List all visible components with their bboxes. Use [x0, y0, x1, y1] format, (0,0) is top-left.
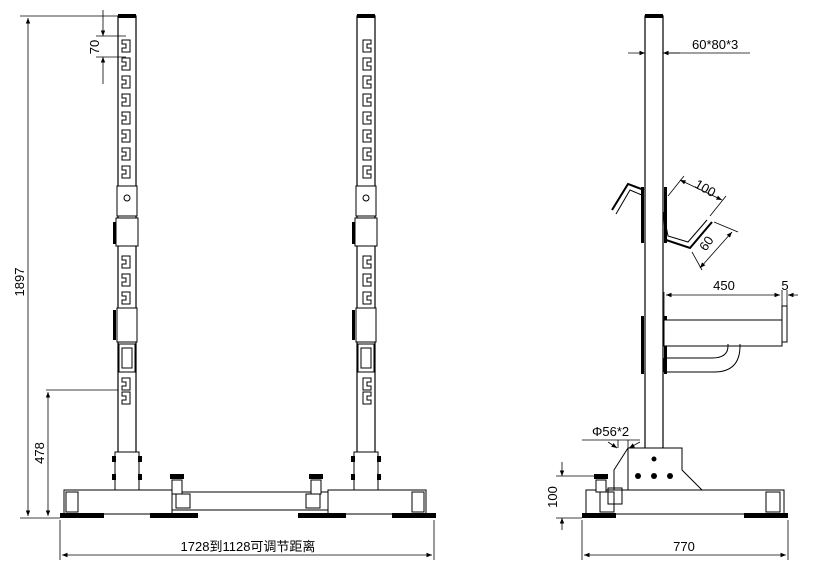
slot-outline	[362, 57, 372, 71]
dim-slot-pitch-label: 70	[87, 40, 102, 54]
slot-outline	[362, 391, 372, 405]
dim-tube-label: 60*80*3	[692, 37, 738, 52]
slot-outline	[121, 75, 131, 89]
slot-outline	[362, 39, 372, 53]
dim-base-height-label: 100	[545, 486, 560, 508]
slot-outline	[121, 165, 131, 179]
dim-arm-length-label: 450	[713, 278, 735, 293]
slot-outline	[121, 391, 131, 405]
slot-outline	[362, 75, 372, 89]
dim-pipe-label: Φ56*2	[592, 424, 629, 439]
dim-lower-height-label: 478	[32, 442, 47, 464]
slot-outline	[362, 255, 372, 269]
side-upright	[641, 14, 667, 491]
safety-arm: 450 5	[663, 278, 798, 373]
dim-width-label: 1728到1128可调节距离	[181, 539, 316, 554]
dim-base-depth-label: 770	[673, 539, 695, 554]
slot-outline	[121, 93, 131, 107]
dim-lower-height: 478	[32, 389, 118, 516]
slot-outline	[121, 57, 131, 71]
j-hook-slots-right	[362, 39, 372, 405]
right-upright	[351, 14, 381, 492]
dim-slot-pitch: 70	[87, 10, 126, 84]
slot-outline	[362, 165, 372, 179]
left-upright	[112, 14, 142, 492]
front-view: 1897 70 478 1728到1128可调节距离	[12, 10, 436, 560]
j-hook-left	[611, 182, 645, 215]
slot-outline	[121, 39, 131, 53]
slot-outline	[362, 129, 372, 143]
slot-outline	[362, 147, 372, 161]
slot-outline	[121, 111, 131, 125]
dim-total-height-label: 1897	[12, 268, 27, 297]
slot-outline	[121, 377, 131, 391]
j-hook-slots-left	[121, 39, 131, 405]
j-hook-right: 100 60	[663, 175, 739, 271]
slot-outline	[362, 291, 372, 305]
slot-outline	[362, 273, 372, 287]
dim-width: 1728到1128可调节距离	[59, 520, 435, 560]
slot-outline	[121, 129, 131, 143]
dim-tube: 60*80*3	[628, 37, 750, 56]
dim-hook-depth-label: 60	[696, 233, 717, 253]
slot-outline	[362, 377, 372, 391]
slot-outline	[121, 273, 131, 287]
slot-outline	[121, 147, 131, 161]
side-view: 100 60 450 5 60*80	[545, 14, 798, 560]
slot-outline	[121, 255, 131, 269]
slot-outline	[362, 111, 372, 125]
dim-arm-end-label: 5	[781, 278, 788, 293]
dim-total-height: 1897	[12, 15, 118, 519]
slot-outline	[362, 93, 372, 107]
front-base	[60, 474, 436, 518]
side-base: Φ56*2 100 770	[545, 424, 789, 560]
slot-outline	[121, 291, 131, 305]
